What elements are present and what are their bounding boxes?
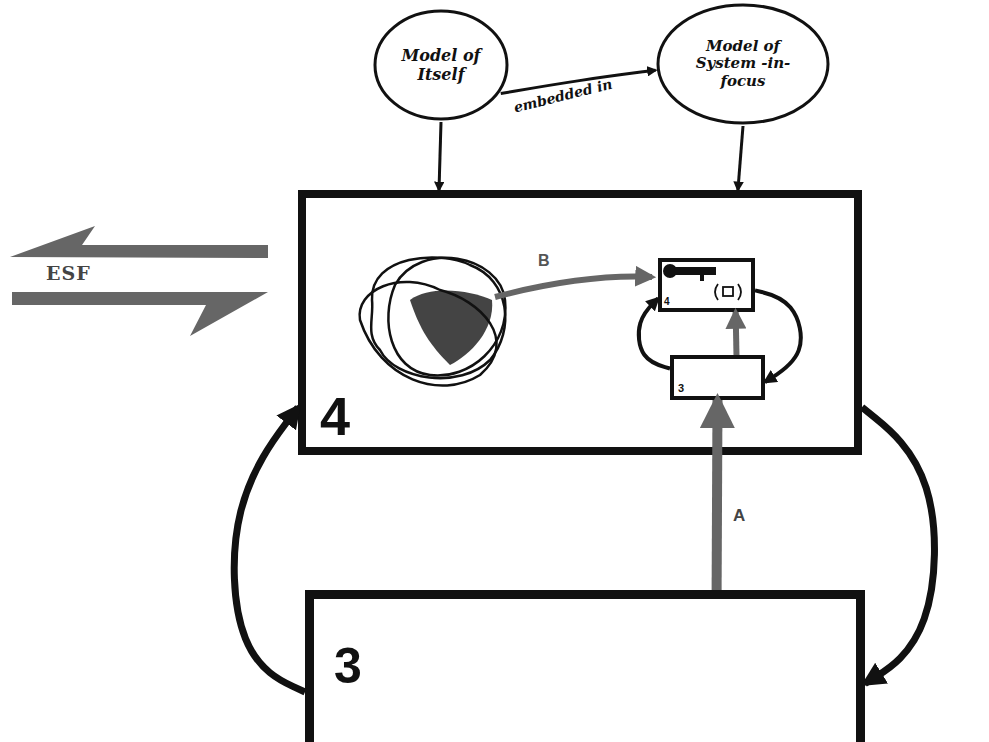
leader-arrow: [495, 277, 652, 297]
bubble-ellipse: [375, 11, 507, 119]
key-symbol: [663, 264, 741, 300]
model-bubble: Model of System -in- focus: [655, 2, 831, 126]
connector-arrow: [862, 407, 934, 683]
bubble-ellipse: [658, 5, 828, 123]
key-bow: [663, 264, 677, 278]
node-text: 4: [664, 297, 670, 307]
node-text: 3: [678, 383, 684, 394]
connector-arrow: [234, 407, 305, 692]
annotation-label: ESF: [46, 262, 91, 284]
node-text: Model of System -in- focus: [695, 38, 791, 90]
blob-contour: [388, 258, 505, 376]
connector-arrow: [712, 400, 723, 590]
harpoon-arrow: [10, 226, 268, 258]
model-box: 4: [658, 258, 755, 312]
variety-blob: [360, 257, 506, 385]
connector-arrow: [439, 122, 441, 190]
bracket-symbol: [738, 284, 741, 300]
node-text: Model of Itself: [394, 46, 488, 84]
key-shaft: [674, 267, 716, 275]
edge-label: A: [733, 506, 745, 526]
environment-arrows: [10, 226, 268, 336]
model-box: 3: [670, 355, 765, 400]
node-text: 3: [334, 641, 362, 691]
connector-arrow: [733, 312, 740, 355]
key-bit: [700, 275, 704, 281]
blob-contour: [360, 282, 497, 386]
node-text: 4: [320, 389, 350, 443]
harpoon-arrow: [12, 292, 268, 336]
bracket-symbol: [715, 284, 718, 300]
edge-label: embedded in: [512, 76, 614, 116]
system-three-box: 3: [305, 590, 865, 742]
annotation-label: B: [538, 252, 550, 270]
blob-contour: [371, 257, 505, 378]
square-symbol: [723, 287, 733, 296]
model-bubble: Model of Itself: [372, 8, 510, 122]
blob-fill: [410, 291, 492, 365]
connector-arrow: [738, 126, 743, 190]
system-four-box: 4 4 3: [298, 190, 862, 455]
